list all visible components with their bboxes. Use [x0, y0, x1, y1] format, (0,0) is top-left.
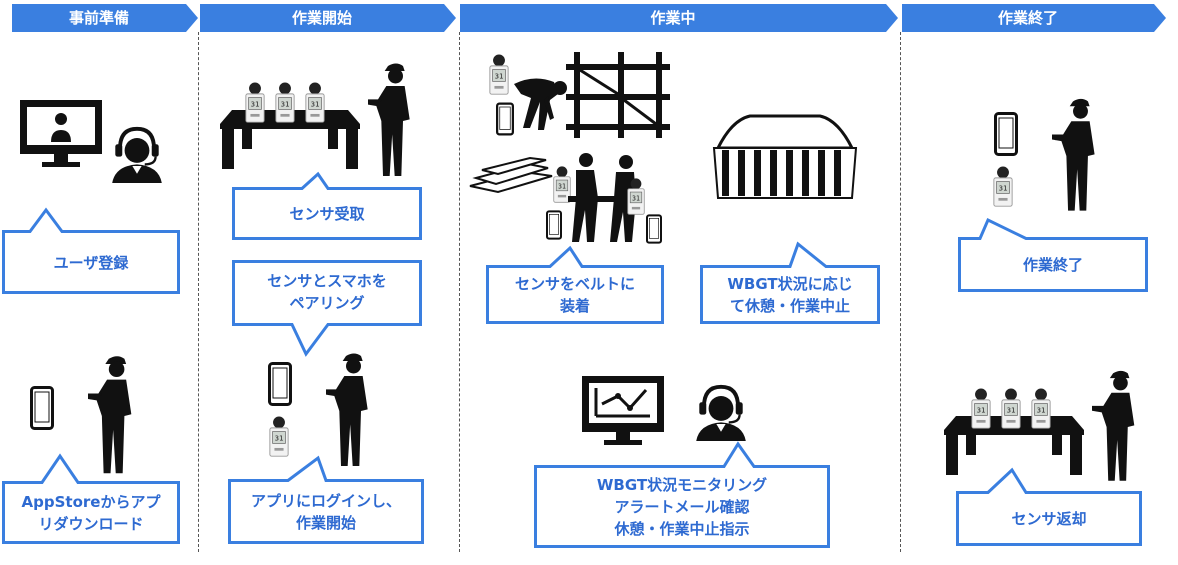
- bending-worker-icon: [514, 78, 567, 130]
- phase-divider: [198, 32, 199, 552]
- sensor-icon: [992, 166, 1014, 208]
- callout-pairing: センサとスマホを ペアリング: [232, 260, 422, 357]
- phase-label: 作業終了: [997, 9, 1058, 27]
- phase-label: 作業中: [650, 9, 696, 27]
- sensor-icon: [244, 82, 266, 124]
- phase-work-start: 作業開始: [200, 4, 456, 32]
- callout-text-line: WBGT状況モニタリング: [596, 476, 768, 494]
- callout-monitoring: WBGT状況モニタリング アラートメール確認 休憩・作業中止指示: [534, 441, 830, 548]
- sensor-return-table: [944, 388, 1084, 476]
- callout-text: 作業終了: [1022, 256, 1083, 274]
- smartphone-icon: [994, 112, 1018, 156]
- callout-text: センサ受取: [289, 205, 365, 223]
- callout-user-registration: ユーザ登録: [2, 207, 180, 294]
- phase-label: 作業開始: [291, 9, 352, 27]
- callout-text-line: 作業開始: [295, 514, 356, 532]
- phase-working: 作業中: [460, 4, 898, 32]
- callout-text-line: AppStoreからアプ: [21, 493, 161, 511]
- sensor-table: [220, 82, 360, 170]
- smartphone-icon: [546, 210, 562, 240]
- callout-text-line: アラートメール確認: [614, 498, 750, 516]
- sensor-icon: [488, 54, 510, 96]
- operator-headset-icon: [690, 374, 752, 446]
- callout-app-download: AppStoreからアプ リダウンロード: [2, 453, 180, 544]
- sensor-icon: [268, 416, 290, 458]
- sensor-icon: [970, 388, 992, 430]
- worker-icon: [368, 62, 418, 180]
- worker-icon: [1052, 98, 1104, 214]
- rest-tent-icon: [712, 114, 858, 199]
- phase-divider: [900, 32, 901, 552]
- sensor-icon: [304, 82, 326, 124]
- callout-text-line: 休憩・作業中止指示: [614, 520, 750, 538]
- callout-text-line: て休憩・作業中止: [729, 297, 850, 315]
- sensor-icon: [274, 82, 296, 124]
- monitoring-screen-icon: [582, 376, 664, 445]
- smartphone-icon: [646, 214, 662, 244]
- callout-text-line: WBGT状況に応じ: [727, 275, 853, 293]
- callout-text-line: リダウンロード: [38, 515, 144, 533]
- callout-text: センサ返却: [1011, 510, 1087, 528]
- sensor-icon: [1000, 388, 1022, 430]
- phase-label: 事前準備: [68, 9, 129, 27]
- callout-sensor-receive: センサ受取: [232, 171, 422, 240]
- callout-work-end: 作業終了: [958, 217, 1148, 292]
- sensor-icon: [1030, 388, 1052, 430]
- operator-headset-icon: [106, 116, 168, 188]
- callout-text-line: センサとスマホを: [267, 272, 387, 290]
- callout-sensor-return: センサ返却: [956, 467, 1142, 546]
- callout-text-line: センサをベルトに: [514, 275, 635, 293]
- callout-text: ユーザ登録: [53, 254, 129, 272]
- phase-work-end: 作業終了: [902, 4, 1166, 32]
- callout-app-login: アプリにログインし、 作業開始: [228, 455, 424, 544]
- phase-divider: [459, 32, 460, 552]
- callout-wbgt-rest: WBGT状況に応じ て休憩・作業中止: [700, 241, 880, 324]
- scaffold-icon: [566, 52, 670, 138]
- phase-preparation: 事前準備: [12, 4, 198, 32]
- callout-belt-attach: センサをベルトに 装着: [486, 245, 664, 324]
- sensor-icon: [626, 178, 646, 216]
- worker-icon: [326, 350, 376, 472]
- worker-icon: [1092, 370, 1144, 484]
- computer-monitor-icon: [20, 100, 102, 167]
- smartphone-icon: [268, 362, 292, 406]
- callout-text-line: ペアリング: [289, 294, 365, 312]
- lumber-stack-icon: [469, 156, 553, 194]
- smartphone-icon: [30, 386, 54, 430]
- callout-text-line: 装着: [559, 297, 590, 315]
- callout-text-line: アプリにログインし、: [250, 492, 401, 510]
